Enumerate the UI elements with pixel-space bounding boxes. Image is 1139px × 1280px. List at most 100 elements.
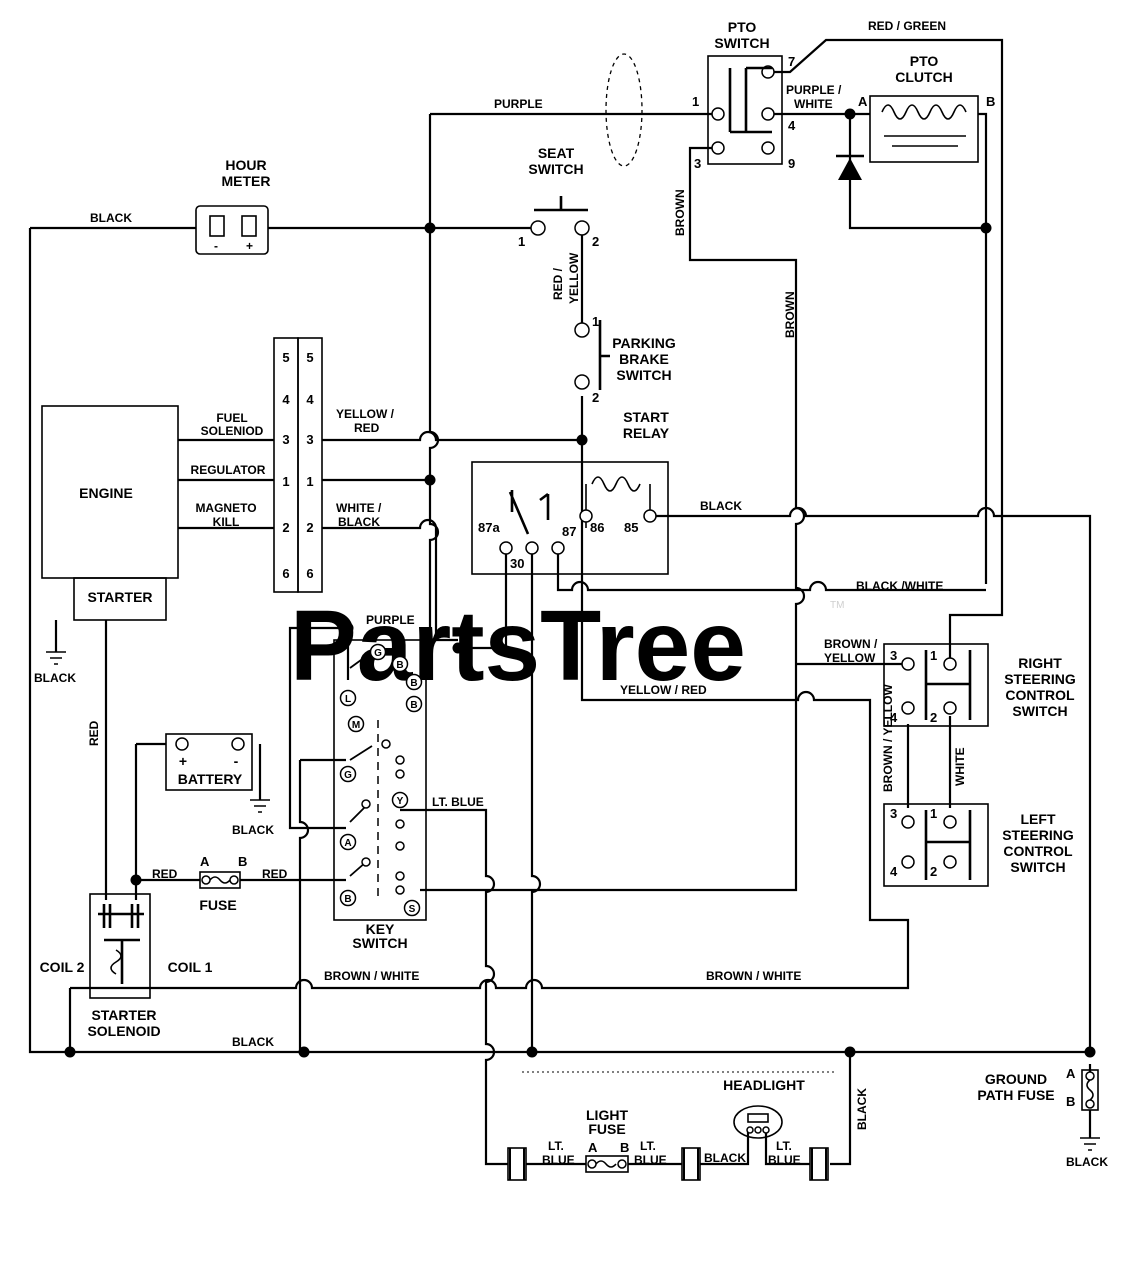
- watermark: PartsTree: [290, 590, 746, 702]
- parking-brake-title-1: PARKING: [612, 335, 676, 351]
- key-contact: [395, 755, 405, 765]
- parking-brake-switch: PARKING BRAKE SWITCH 1 2: [574, 314, 676, 405]
- wire-red-yellow-1: RED /: [551, 267, 565, 300]
- wire-white-black-2: BLACK: [338, 515, 380, 529]
- starter-solenoid-title-2: SOLENOID: [87, 1023, 160, 1039]
- watermark-tm: TM: [830, 600, 844, 611]
- key-terminal-b: [405, 673, 423, 691]
- key-terminal-b: [391, 655, 409, 673]
- wires: [28, 38, 1092, 1166]
- ground-symbol-battery: [250, 799, 270, 813]
- key-terminal-g: [339, 765, 357, 783]
- left-steering-switch: 3 1 4 2 LEFT STEERING CONTROL SWITCH: [883, 803, 1074, 887]
- ground-symbol-engine: [46, 651, 66, 665]
- right-steering-title-4: SWITCH: [1012, 703, 1067, 719]
- magneto-label-1: MAGNETO: [195, 501, 256, 515]
- light-fuse-b: B: [620, 1140, 629, 1155]
- key-switch-title-1: KEY: [366, 921, 395, 937]
- relay-pin-30: 30: [510, 556, 524, 571]
- pto-switch-title-2: SWITCH: [714, 35, 769, 51]
- wire-black-white: BLACK /WHITE: [856, 579, 943, 593]
- key-contact: [381, 739, 391, 749]
- pto-switch: PTO SWITCH 1 3 4 7 9: [692, 19, 796, 171]
- parking-brake-pin-1: 1: [592, 314, 599, 329]
- connector-pin-4-left: 4: [282, 392, 290, 407]
- pto-pin-7: 7: [788, 54, 795, 69]
- right-pin-4: 4: [890, 710, 898, 725]
- right-steering-switch: 3 1 4 2 RIGHT STEERING CONTROL SWITCH: [883, 643, 1076, 727]
- start-relay-title-1: START: [623, 409, 669, 425]
- wire-yellow-red-1: YELLOW /: [336, 407, 395, 421]
- key-contact: [361, 857, 371, 867]
- pto-clutch: PTO CLUTCH A B: [858, 53, 995, 163]
- fuel-label-2: SOLENIOD: [201, 424, 264, 438]
- pto-clutch-pin-b: B: [986, 94, 995, 109]
- ground-fuse-a: A: [1066, 1066, 1076, 1081]
- wire-white-black-1: WHITE /: [336, 501, 382, 515]
- parking-brake-title-2: BRAKE: [619, 351, 669, 367]
- key-terminal-label: B: [344, 894, 351, 905]
- connector-pin-1-left: 1: [282, 474, 289, 489]
- wire-labels: BLACK PURPLE RED / GREEN PURPLE / WHITE …: [34, 19, 1108, 1169]
- junction-dots: [64, 108, 1096, 1058]
- wire-lt-blue: LT. BLUE: [432, 795, 484, 809]
- wire-purple-white-1: PURPLE /: [786, 83, 842, 97]
- key-terminal-label: A: [344, 838, 351, 849]
- fuse-pin-a: A: [200, 854, 210, 869]
- key-contact: [395, 769, 405, 779]
- right-pin-1: 1: [930, 648, 937, 663]
- connector-pin-3-right: 3: [306, 432, 313, 447]
- battery: + - BATTERY: [165, 733, 253, 791]
- left-pin-4: 4: [890, 864, 898, 879]
- key-terminal-label: B: [396, 660, 403, 671]
- relay-pin-87: 87: [562, 524, 576, 539]
- hour-meter-plus: +: [246, 239, 253, 253]
- wire-lt-2: LT.: [640, 1139, 656, 1153]
- wire-lt-3: LT.: [776, 1139, 792, 1153]
- hour-meter-title-1: HOUR: [225, 157, 266, 173]
- right-steering-title-2: STEERING: [1004, 671, 1076, 687]
- pto-clutch-title-2: CLUTCH: [895, 69, 953, 85]
- relay-pin-86: 86: [590, 520, 604, 535]
- wire-purple-key: PURPLE: [366, 613, 415, 627]
- wire-brown-2: BROWN: [783, 291, 797, 338]
- starter-solenoid: COIL 2 COIL 1 STARTER SOLENOID: [40, 893, 213, 1039]
- diode: [836, 154, 864, 180]
- fuse-title: FUSE: [199, 897, 236, 913]
- key-terminal-label: L: [345, 694, 351, 705]
- right-pin-2: 2: [930, 710, 937, 725]
- pto-clutch-title-1: PTO: [910, 53, 939, 69]
- light-fuse-title-1: LIGHT: [586, 1107, 628, 1123]
- wire-white: WHITE: [953, 747, 967, 786]
- wire-black-engine: BLACK: [34, 671, 76, 685]
- pto-pin-1: 1: [692, 94, 699, 109]
- fuel-label-1: FUEL: [216, 411, 247, 425]
- wire-brown-1: BROWN: [673, 189, 687, 236]
- key-contact: [395, 841, 405, 851]
- connector-pin-2-right: 2: [306, 520, 313, 535]
- right-steering-title-1: RIGHT: [1018, 655, 1062, 671]
- wire-black-headlight: BLACK: [855, 1088, 869, 1130]
- wire-blue-2: BLUE: [634, 1153, 667, 1167]
- connector-pin-1-right: 1: [306, 474, 313, 489]
- wire-black-top: BLACK: [90, 211, 132, 225]
- wire-brown-white-2: BROWN / WHITE: [706, 969, 801, 983]
- coil-2-label: COIL 2: [40, 959, 85, 975]
- key-terminal-label: B: [410, 700, 417, 711]
- wire-yellow-red: YELLOW / RED: [620, 683, 707, 697]
- wire-black-light: BLACK: [704, 1151, 746, 1165]
- left-steering-title-2: STEERING: [1002, 827, 1074, 843]
- pto-pin-3: 3: [694, 156, 701, 171]
- key-terminal-label: G: [374, 648, 382, 659]
- key-terminal-label: Y: [397, 796, 404, 807]
- key-terminal-l: [339, 689, 357, 707]
- key-terminal-label: G: [344, 770, 352, 781]
- right-pin-3: 3: [890, 648, 897, 663]
- pto-pin-4: 4: [788, 118, 796, 133]
- hour-meter: HOUR METER - +: [195, 157, 271, 255]
- wire-black-relay: BLACK: [700, 499, 742, 513]
- parking-brake-title-3: SWITCH: [616, 367, 671, 383]
- fuse: A B FUSE: [199, 854, 247, 913]
- left-steering-title-1: LEFT: [1021, 811, 1056, 827]
- connector-pin-6-right: 6: [306, 566, 313, 581]
